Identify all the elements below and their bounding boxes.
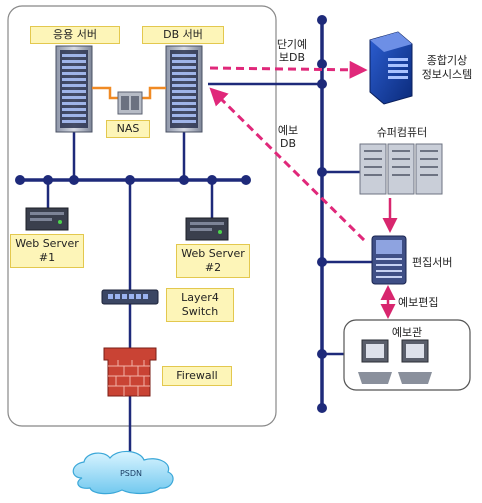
integrated-weather-system-icon	[369, 31, 413, 105]
forecast-db-label: 예보 DB	[277, 124, 299, 150]
short-term-forecast-arrow	[209, 60, 368, 79]
nas-label: NAS	[106, 120, 150, 138]
web-server-1-icon	[25, 207, 69, 231]
web-server-2-icon	[185, 217, 229, 241]
supercomputer-label: 슈퍼컴퓨터	[376, 126, 428, 139]
db-server-icon	[165, 45, 203, 133]
nas-link-right	[142, 86, 166, 100]
web-server-2-label: Web Server #2	[176, 244, 250, 278]
internal-network-frame	[7, 5, 277, 427]
forecast-db-arrow	[209, 87, 366, 242]
psdn-cloud-icon	[72, 450, 174, 495]
forecast-office-label: 예보관	[391, 326, 423, 339]
forecast-editing-label: 예보편집	[398, 296, 439, 309]
short-term-db-label: 단기예 보DB	[276, 38, 308, 64]
db-server-label: DB 서버	[142, 26, 224, 44]
supercomputer-icon	[359, 143, 443, 195]
editing-server-icon	[371, 235, 407, 285]
workstation-icon-2	[398, 339, 432, 384]
firewall-icon	[103, 347, 157, 397]
psdn-label: PSDN	[119, 469, 143, 478]
firewall-label: Firewall	[162, 366, 232, 386]
workstation-icon-1	[358, 339, 392, 384]
app-server-icon	[55, 45, 93, 133]
internal-bus	[15, 175, 251, 185]
nas-icon	[117, 91, 143, 115]
nas-link-left	[92, 86, 118, 100]
layer4-switch-label: Layer4 Switch	[166, 288, 234, 322]
integrated-weather-system-label: 종합기상 정보시스템	[421, 54, 473, 81]
layer4-switch-icon	[101, 289, 159, 305]
web-server-1-label: Web Server #1	[10, 234, 84, 268]
app-server-label: 응용 서버	[30, 26, 120, 44]
editing-server-label: 편집서버	[412, 256, 453, 269]
